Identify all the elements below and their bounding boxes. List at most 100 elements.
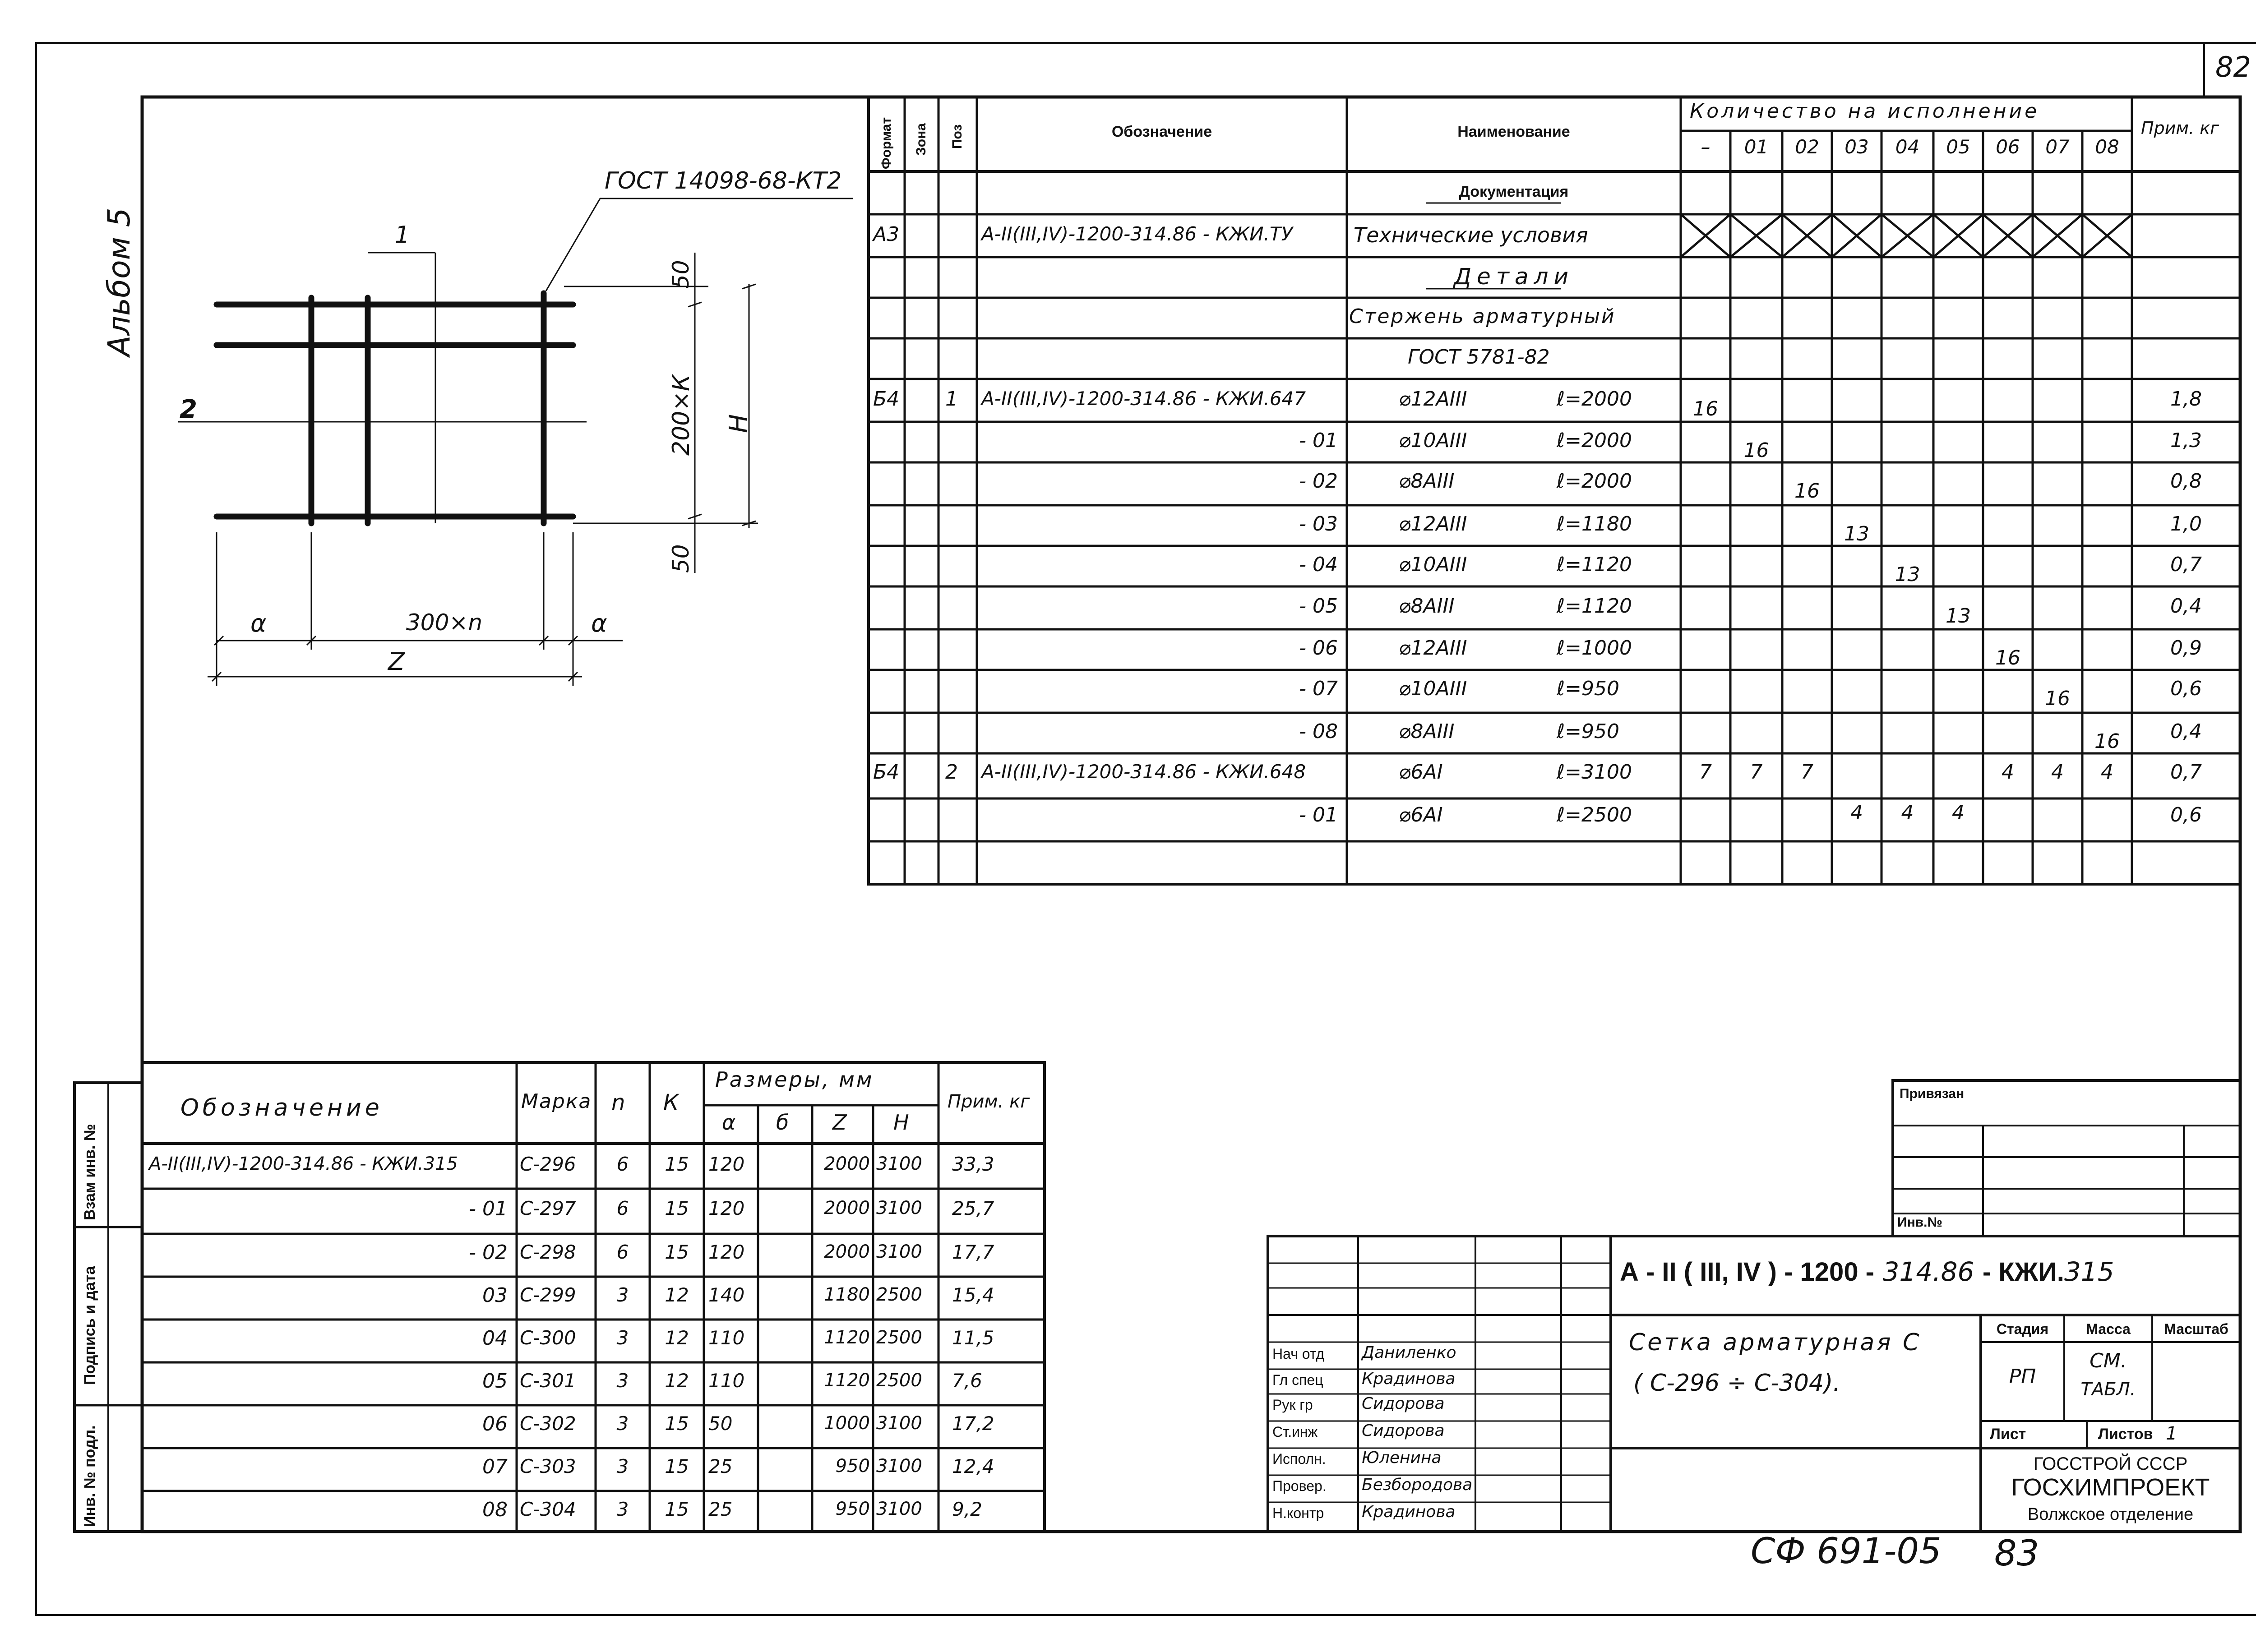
spec-pos2-designation: А-II(III,IV)-1200-314.86 - КЖИ.648	[981, 761, 1306, 783]
marks-row-mark: С-303	[520, 1455, 576, 1477]
marks-row-note: 25,7	[952, 1197, 994, 1219]
spec-header-format: Формат	[879, 117, 894, 169]
marks-header-a: α	[722, 1110, 736, 1135]
spec-pos2-qty-cell: 7	[1801, 761, 1813, 784]
org-line-1: ГОССТРОЙ СССР	[2033, 1454, 2188, 1474]
spec-row-designation: - 03	[1299, 512, 1338, 535]
title-person-name: Крадинова	[1362, 1370, 1456, 1388]
marks-row-a: 120	[708, 1153, 745, 1175]
album-label: Альбом 5	[102, 208, 137, 356]
title-person-role: Гл спец	[1272, 1372, 1323, 1388]
spec-pos2b-qty-cell: 4	[1850, 801, 1863, 824]
spec-row-designation: - 05	[1299, 595, 1338, 618]
title-person-role: Провер.	[1272, 1478, 1327, 1494]
marks-row-h: 3100	[876, 1198, 922, 1218]
mass-label: Масса	[2086, 1321, 2131, 1337]
marks-row-h: 2500	[876, 1370, 922, 1391]
marks-row-n: 3	[616, 1498, 629, 1520]
spec-pos2-format: Б4	[873, 761, 900, 784]
sketch-dim-pitch: 200×К	[668, 374, 695, 456]
marks-row-h: 3100	[876, 1241, 922, 1262]
marks-header-h: Н	[893, 1110, 909, 1135]
marks-row-k: 15	[665, 1153, 689, 1175]
title-person-name: Сидорова	[1362, 1394, 1445, 1413]
spec-row-dia: ⌀8АIII	[1399, 720, 1455, 743]
spec-row-designation: - 07	[1299, 677, 1338, 700]
title-person-name: Безбородова	[1362, 1476, 1473, 1494]
spec-row-format: Б4	[873, 388, 900, 411]
scale-label: Масштаб	[2164, 1321, 2228, 1337]
marks-header-n: n	[611, 1090, 625, 1115]
sketch-dim-a-right: α	[591, 609, 607, 637]
marks-row-z: 2000	[824, 1241, 870, 1262]
marks-header-dims: Размеры, мм	[715, 1067, 874, 1092]
spec-row-len: ℓ=950	[1557, 677, 1620, 700]
title-person-name: Крадинова	[1362, 1503, 1456, 1521]
marks-row-z: 1120	[824, 1327, 870, 1348]
spec-row-qty: 16	[2094, 730, 2120, 753]
sketch-dim-span: 300×n	[406, 609, 483, 636]
marks-row-n: 3	[616, 1327, 629, 1349]
title-person-role: Н.контр	[1272, 1505, 1324, 1521]
marks-row-k: 15	[665, 1498, 689, 1520]
bottom-code: СФ 691-05	[1751, 1531, 1942, 1572]
marks-row-mark: С-299	[520, 1284, 576, 1306]
marks-row-k: 15	[665, 1412, 689, 1435]
spec-doc-format: А3	[873, 223, 900, 246]
spec-header-zone: Зона	[914, 123, 929, 156]
marks-row-z: 2000	[824, 1198, 870, 1218]
marks-row-designation: - 01	[469, 1197, 508, 1220]
marks-row-h: 2500	[876, 1327, 922, 1348]
sheets-label: Листов	[2098, 1426, 2153, 1443]
marks-row-h: 3100	[876, 1154, 922, 1174]
stage-value: РП	[2009, 1365, 2036, 1388]
spec-qty-col-header: 02	[1795, 136, 1819, 158]
marks-row-designation: 03	[482, 1284, 508, 1307]
marks-header-note: Прим. кг	[948, 1091, 1030, 1112]
spec-pos2-qty-cell: 4	[2101, 761, 2113, 784]
marks-row-mark: С-297	[520, 1197, 576, 1219]
privyazan-label: Привязан	[1900, 1086, 1965, 1101]
marks-row-note: 15,4	[952, 1284, 994, 1306]
title-person-role: Исполн.	[1272, 1451, 1326, 1467]
spec-pos2b-len: ℓ=2500	[1557, 803, 1632, 826]
spec-qty-col-header: 08	[2095, 136, 2119, 158]
marks-row-designation: 07	[482, 1455, 508, 1478]
spec-pos2b-note: 0,6	[2170, 803, 2202, 826]
marks-row-a: 120	[708, 1241, 745, 1263]
side-stamp-inv: Инв. № подл.	[81, 1425, 98, 1527]
marks-row-mark: С-302	[520, 1412, 576, 1435]
spec-qty-col-header: –	[1701, 136, 1710, 158]
spec-doc-designation: А-II(III,IV)-1200-314.86 - КЖИ.ТУ	[981, 223, 1293, 245]
marks-row-a: 140	[708, 1284, 745, 1306]
marks-row-k: 12	[665, 1327, 689, 1349]
spec-qty-col-header: 06	[1996, 136, 2020, 158]
spec-row-dia: ⌀12АIII	[1399, 637, 1467, 660]
marks-row-z: 1120	[824, 1370, 870, 1391]
marks-row-note: 9,2	[952, 1498, 982, 1520]
spec-row-dia: ⌀8АIII	[1399, 595, 1455, 618]
marks-row-n: 6	[616, 1153, 629, 1175]
spec-row-qty: 16	[1693, 397, 1718, 420]
spec-row-qty: 16	[1995, 646, 2020, 669]
marks-row-mark: С-304	[520, 1498, 576, 1520]
org-line-2: ГОСХИМПРОЕКТ	[2011, 1474, 2210, 1501]
spec-qty-col-header: 04	[1895, 136, 1920, 158]
marks-row-k: 15	[665, 1455, 689, 1477]
spec-row-qty: 13	[1895, 563, 1920, 586]
sketch-dim-a-left: α	[250, 609, 267, 637]
spec-row-dia: ⌀10АIII	[1399, 553, 1467, 576]
sketch-dim-z: Z	[388, 647, 405, 676]
spec-qty-col-header: 05	[1946, 136, 1970, 158]
marks-row-note: 7,6	[952, 1370, 982, 1392]
spec-row-qty: 13	[1844, 522, 1869, 545]
spec-rod-gost: ГОСТ 5781-82	[1408, 346, 1550, 369]
marks-row-h: 2500	[876, 1284, 922, 1305]
spec-pos2-len: ℓ=3100	[1557, 761, 1632, 784]
title-person-role: Ст.инж	[1272, 1424, 1318, 1440]
title-line-2: ( С-296 ÷ С-304).	[1633, 1370, 1840, 1397]
marks-row-mark: С-296	[520, 1153, 576, 1175]
marks-row-a: 50	[708, 1412, 733, 1435]
marks-row-mark: С-298	[520, 1241, 576, 1263]
